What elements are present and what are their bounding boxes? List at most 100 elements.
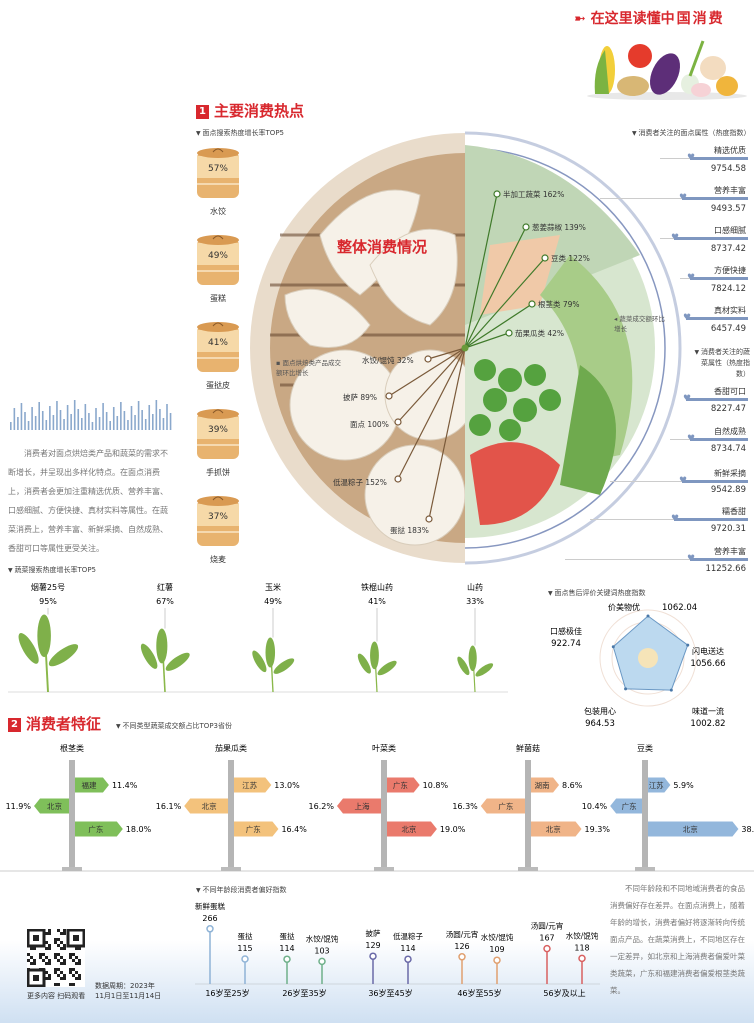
attribute-bar (686, 398, 748, 401)
plant-label: 铁棍山药 (361, 582, 393, 592)
deco-bar (91, 422, 94, 430)
signpost-value: 16.2% (309, 802, 335, 811)
deco-bar (109, 421, 111, 430)
plate-label: 豆类 122% (551, 254, 590, 263)
plant-leaf (37, 614, 51, 658)
qr-module (60, 956, 63, 959)
heart-icon: ♥ (671, 514, 680, 524)
steamer-label: 手抓饼 (206, 468, 230, 477)
qr-module (63, 929, 66, 932)
deco-bar (130, 406, 133, 430)
attribute-value: 8734.74 (710, 444, 746, 454)
leader-line (428, 347, 466, 520)
qr-code[interactable] (27, 929, 85, 987)
leader-line (397, 347, 466, 423)
qr-module (39, 953, 42, 956)
heart-icon: ♥ (679, 476, 688, 486)
deco-bar (144, 419, 147, 430)
lollipop-dot (206, 925, 214, 933)
qr-module (57, 953, 60, 956)
signpost-region: 江苏 (242, 780, 257, 790)
qr-module (69, 971, 72, 974)
qr-module (57, 983, 60, 986)
signpost-arrow (531, 777, 560, 793)
deco-bar (112, 407, 115, 430)
deco-bar (137, 401, 140, 430)
steamer-handle (212, 235, 224, 240)
deco-bar (45, 420, 48, 430)
signpost-pole (228, 760, 234, 868)
signpost-base (221, 867, 241, 871)
signpost-base (62, 867, 82, 871)
signpost-category: 鲜菌菇 (516, 743, 540, 753)
deco-bar (95, 408, 97, 430)
lollipop-value: 167 (539, 934, 554, 943)
signpost-arrow (387, 777, 420, 793)
steamer-label: 烧麦 (210, 555, 226, 564)
age-group-label: 56岁及以上 (543, 988, 585, 998)
qr-module (60, 971, 63, 974)
signpost-value: 10.4% (582, 802, 608, 811)
pastry-search-subtitle: 面点搜索热度增长率TOP5 (196, 128, 284, 138)
attribute-bar (682, 197, 748, 200)
qr-module (75, 947, 78, 950)
heart-icon: ♥ (683, 394, 692, 404)
lollipop-dot (543, 944, 551, 953)
deco-bar (155, 400, 158, 430)
signpost-value: 11.4% (112, 781, 138, 790)
steamer-icon: 57% (197, 148, 239, 198)
food-illustration (587, 40, 747, 100)
deco-bar (38, 402, 40, 430)
qr-module (48, 932, 51, 935)
signpost-arrow (184, 798, 228, 814)
qr-module (39, 956, 42, 959)
leader-dot (505, 329, 513, 337)
steamer-band (197, 330, 239, 352)
qr-module (75, 977, 78, 980)
steamer-icon: 49% (197, 235, 239, 285)
qr-module (57, 959, 60, 962)
steamer-band (197, 243, 239, 265)
plant-leaf (140, 643, 158, 669)
plant-leaf (457, 656, 470, 676)
qr-module (45, 971, 48, 974)
lollipop-value: 103 (314, 946, 329, 955)
qr-module (63, 959, 66, 962)
signpost-region: 广东 (393, 780, 408, 790)
steamer-band (197, 417, 239, 439)
veg-search-subtitle: 蔬菜搜索热度增长率TOP5 (8, 565, 96, 575)
deco-bar (102, 403, 104, 430)
signpost-arrow (34, 798, 69, 814)
steamer-value: 37% (208, 512, 228, 522)
pastry-attr-subtitle: 消费者关注的面点属性（热度指数） (632, 128, 751, 138)
leader-line (464, 257, 546, 349)
attribute-label: 营养丰富 (714, 547, 746, 556)
lollipop-value: 118 (574, 943, 589, 952)
plant-icon (457, 645, 494, 693)
qr-module (54, 971, 57, 974)
plate-label: 茄果瓜类 42% (515, 329, 565, 338)
qr-module (30, 956, 33, 959)
signpost-arrow (336, 798, 381, 814)
qr-module (45, 941, 48, 944)
attribute-leader (660, 238, 674, 239)
signpost-arrow (648, 777, 671, 793)
qr-module (63, 974, 66, 977)
attribute-value: 11252.66 (705, 564, 746, 574)
deco-bar (27, 421, 30, 430)
steamer-icon: 41% (197, 322, 239, 372)
signpost-arrow (234, 821, 279, 837)
footer-background (0, 940, 754, 1023)
plant-leaf (357, 653, 371, 674)
plate-center-dot (461, 344, 469, 352)
qr-module (30, 947, 33, 950)
qr-module (54, 953, 57, 956)
qr-module (60, 962, 63, 965)
leader-dot (425, 515, 433, 523)
qr-module (63, 932, 66, 935)
plant-label: 玉米 (265, 582, 281, 592)
signpost-region: 北京 (47, 801, 62, 811)
qr-module (54, 968, 57, 971)
attribute-value: 9542.89 (710, 485, 746, 495)
signpost-category: 根茎类 (60, 743, 84, 753)
